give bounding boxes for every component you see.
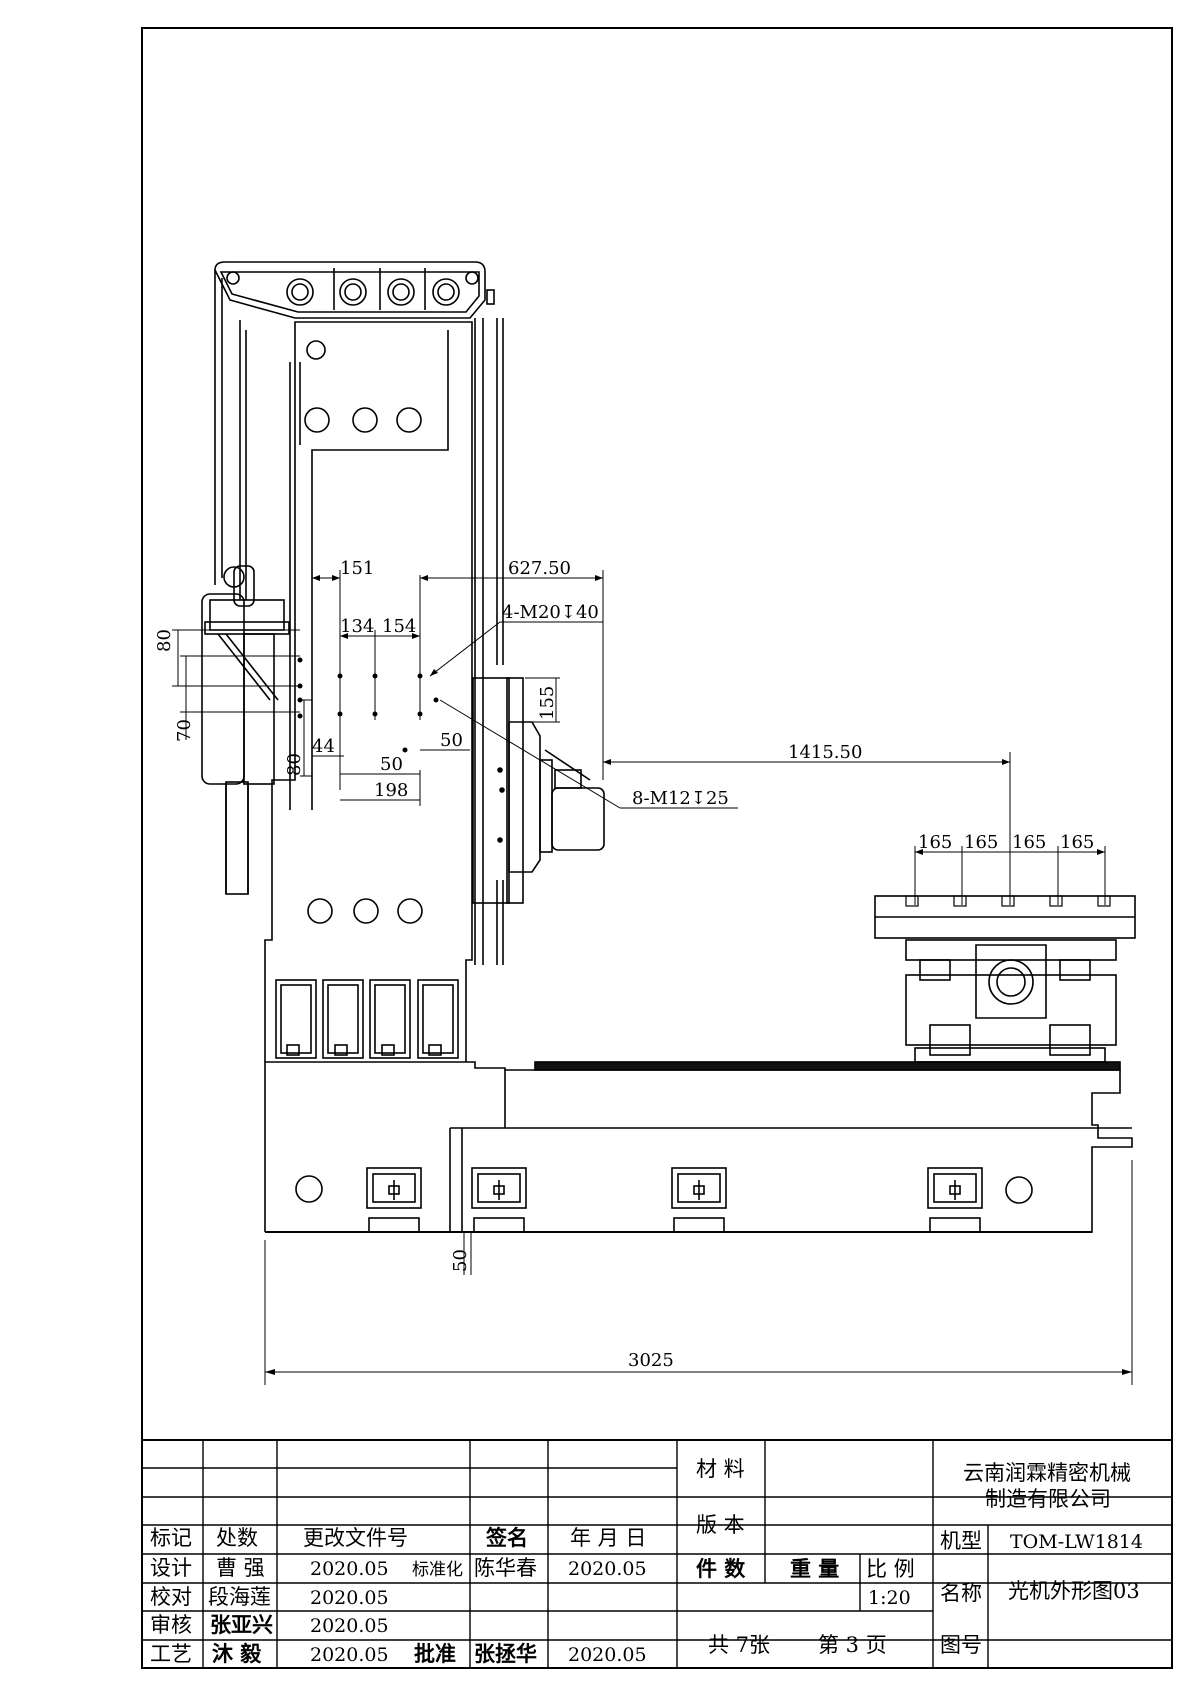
dim-1415-50: 1415.50 xyxy=(788,742,862,763)
tb-sheets: 共 7张 xyxy=(708,1633,770,1657)
dim-4-m20: 4-M20↧40 xyxy=(502,602,599,623)
tb-label-design: 设计 xyxy=(150,1556,192,1580)
dim-70-left: 70 xyxy=(174,719,195,742)
tb-process-date: 2020.05 xyxy=(310,1644,389,1666)
tb-check-date: 2020.05 xyxy=(310,1587,389,1609)
dimension-arrows xyxy=(265,575,1132,1375)
dim-165-4: 165 xyxy=(1060,832,1094,853)
dim-154: 154 xyxy=(382,616,416,637)
tb-std-date: 2020.05 xyxy=(568,1558,647,1580)
dim-50-a: 50 xyxy=(440,730,463,751)
tb-header-count: 处数 xyxy=(216,1526,258,1550)
tb-process-name: 沐 毅 xyxy=(212,1641,262,1666)
tb-label-check: 校对 xyxy=(150,1585,192,1609)
dim-4-m20-text: 4-M20 xyxy=(502,602,561,623)
dim-155: 155 xyxy=(537,686,558,720)
tb-header-doc: 更改文件号 xyxy=(303,1526,408,1550)
dim-80-lower: 80 xyxy=(284,753,305,776)
dim-165-2: 165 xyxy=(964,832,998,853)
hole-markers xyxy=(297,657,439,753)
tb-std-name: 陈华春 xyxy=(474,1556,537,1580)
title-block xyxy=(141,1439,1173,1669)
tb-header-mark: 标记 xyxy=(150,1526,192,1550)
tb-label-process: 工艺 xyxy=(150,1642,192,1666)
tb-company-line2: 制造有限公司 xyxy=(985,1487,1111,1511)
dim-134: 134 xyxy=(340,616,374,637)
tb-model-label: 机型 xyxy=(940,1529,982,1553)
tb-header-date: 年 月 日 xyxy=(570,1526,646,1550)
dim-198: 198 xyxy=(374,780,408,801)
tb-material-label: 材 料 xyxy=(696,1457,745,1481)
tb-weight-label: 重 量 xyxy=(790,1556,839,1581)
tb-name-value: 光机外形图03 xyxy=(1008,1579,1140,1603)
tb-model-value: TOM-LW1814 xyxy=(1010,1531,1143,1553)
tb-label-review: 审核 xyxy=(150,1613,192,1637)
dim-50-b: 50 xyxy=(380,754,403,775)
dim-151: 151 xyxy=(340,558,374,579)
dim-8-m12-depth: 25 xyxy=(706,788,729,809)
tb-design-name: 曹 强 xyxy=(216,1556,265,1580)
tb-design-date: 2020.05 xyxy=(310,1558,389,1580)
dim-4-m20-depth: 40 xyxy=(576,602,599,623)
dim-165-1: 165 xyxy=(918,832,952,853)
tb-check-name: 段海莲 xyxy=(208,1585,271,1609)
dim-3025: 3025 xyxy=(628,1350,674,1371)
dim-44: 44 xyxy=(312,736,335,757)
depth-symbol: ↧ xyxy=(561,602,576,623)
tb-company-line1: 云南润霖精密机械 xyxy=(963,1461,1131,1485)
depth-symbol: ↧ xyxy=(691,788,706,809)
tb-review-name: 张亚兴 xyxy=(210,1612,273,1637)
tb-label-std: 标准化 xyxy=(412,1560,463,1580)
tb-page: 第 3 页 xyxy=(818,1633,887,1657)
dimension-lines xyxy=(172,570,1133,1385)
tb-version-label: 版 本 xyxy=(696,1513,745,1537)
dim-80-left: 80 xyxy=(154,629,175,652)
tb-scale-label: 比 例 xyxy=(866,1557,915,1581)
tb-name-label: 名称 xyxy=(940,1581,982,1605)
machine-outline xyxy=(201,261,1136,1233)
tb-approve-name: 张拯华 xyxy=(474,1641,537,1666)
dim-8-m12: 8-M12↧25 xyxy=(632,788,729,809)
dim-8-m12-text: 8-M12 xyxy=(632,788,691,809)
tb-drawing-no-label: 图号 xyxy=(940,1633,982,1657)
dim-165-3: 165 xyxy=(1012,832,1046,853)
dim-50-bottom: 50 xyxy=(450,1249,471,1272)
tb-qty-label: 件 数 xyxy=(696,1556,746,1581)
dim-627-50: 627.50 xyxy=(508,558,571,579)
tb-scale-value: 1:20 xyxy=(868,1587,911,1609)
tb-label-approve: 批准 xyxy=(414,1641,456,1666)
tb-approve-date: 2020.05 xyxy=(568,1644,647,1666)
tb-review-date: 2020.05 xyxy=(310,1615,389,1637)
tb-header-sign: 签名 xyxy=(485,1525,528,1550)
